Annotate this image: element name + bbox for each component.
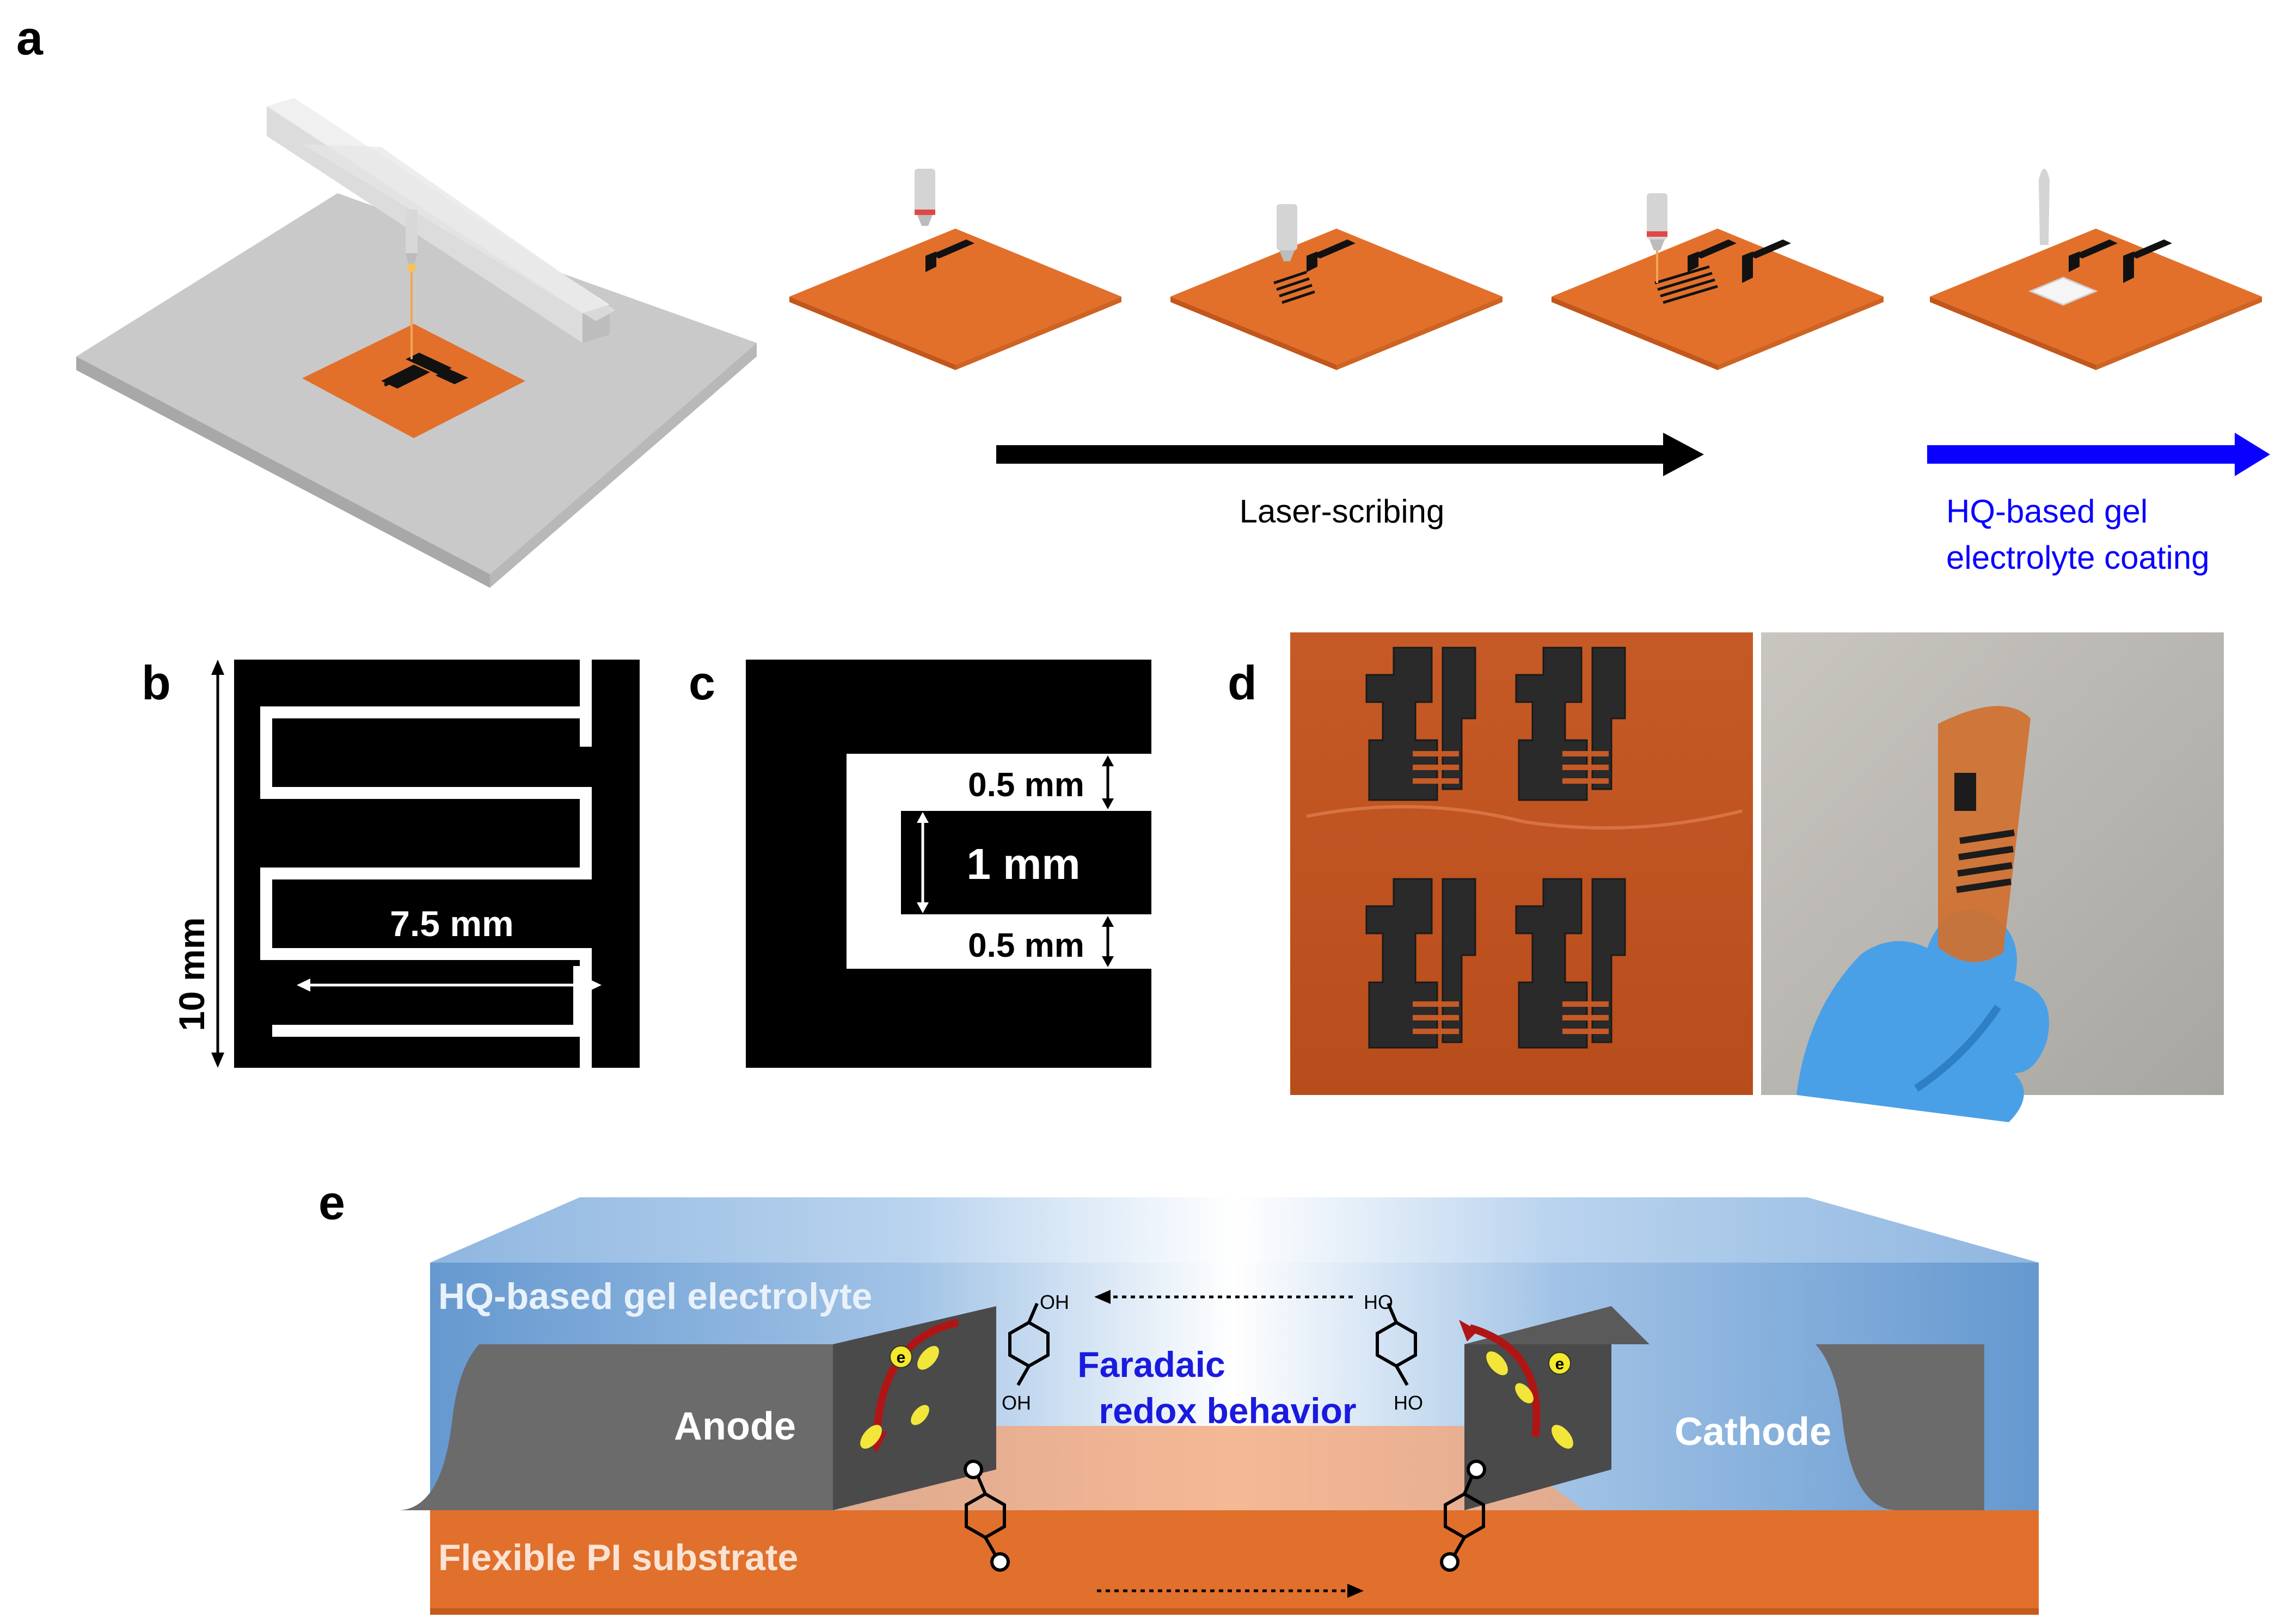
cathode-electron-label: e xyxy=(1555,1355,1565,1373)
gel-coating-arrow xyxy=(1927,433,2270,476)
gel-coating-label-line2: electrolyte coating xyxy=(1946,539,2210,576)
laser-scribing-label: Laser-scribing xyxy=(1240,493,1445,530)
width-label: 7.5 mm xyxy=(390,903,513,944)
gel-electrolyte-label: HQ-based gel electrolyte xyxy=(438,1276,872,1317)
width-dimension-arrow xyxy=(297,979,602,992)
cathode-ho-top: HO xyxy=(1364,1291,1393,1313)
anode-electron-label: e xyxy=(897,1349,906,1367)
gel-coating-label-line1: HQ-based gel xyxy=(1946,493,2148,530)
step-4-illustration xyxy=(1930,169,2262,370)
step-3-illustration xyxy=(1552,193,1884,370)
gap-top-label: 0.5 mm xyxy=(968,766,1084,804)
device-cross-section xyxy=(397,1197,2039,1615)
step-1-illustration xyxy=(789,169,1121,370)
finger-width-label: 1 mm xyxy=(967,840,1081,888)
laser-stage-illustration xyxy=(76,98,757,588)
cathode-label: Cathode xyxy=(1675,1410,1831,1454)
cathode-ho-bottom: HO xyxy=(1394,1392,1423,1414)
anode-oh-bottom: OH xyxy=(1002,1392,1031,1414)
fabricated-devices-photo xyxy=(1290,632,1753,1095)
faradaic-label-line1: Faradaic xyxy=(1077,1344,1225,1385)
anode-oh-top: OH xyxy=(1040,1291,1069,1313)
panel-d-letter: d xyxy=(1228,656,1257,710)
finger-gap-detail xyxy=(746,660,1151,1068)
height-label: 10 mm xyxy=(171,917,212,1031)
laser-scribing-arrow xyxy=(996,433,1704,476)
faradaic-label-line2: redox behavior xyxy=(1099,1391,1356,1431)
step-2-illustration xyxy=(1170,204,1503,370)
bent-device-photo xyxy=(1761,632,2224,1122)
panel-c-letter: c xyxy=(689,656,715,710)
height-dimension-arrow xyxy=(211,660,224,1068)
panel-a-letter: a xyxy=(16,11,44,65)
panel-b-letter: b xyxy=(142,656,171,710)
anode-label: Anode xyxy=(674,1405,796,1448)
substrate-label: Flexible PI substrate xyxy=(438,1537,798,1578)
electrode-pattern xyxy=(234,660,640,1068)
gap-bottom-label: 0.5 mm xyxy=(968,927,1084,964)
panel-e-letter: e xyxy=(318,1176,345,1229)
